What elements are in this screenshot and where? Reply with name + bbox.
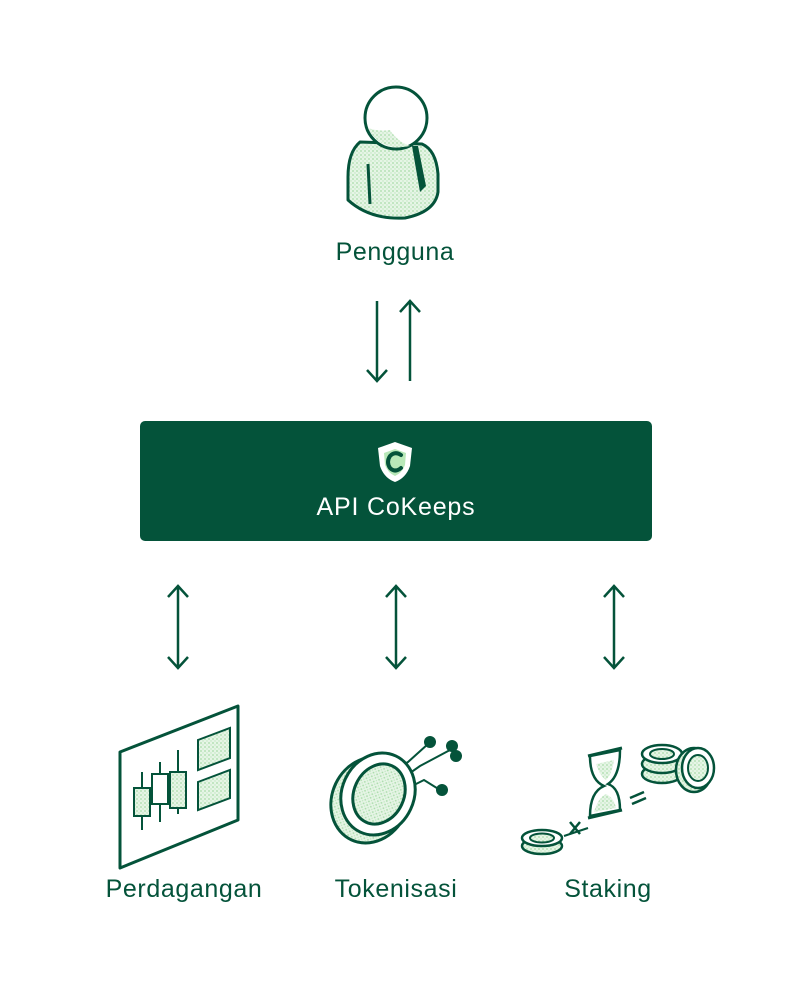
trading-chart-icon — [118, 704, 240, 870]
api-label: API CoKeeps — [316, 493, 476, 521]
token-coin-icon — [329, 736, 462, 845]
service-label-tokenization: Tokenisasi — [334, 875, 458, 903]
api-panel: API CoKeeps — [140, 421, 652, 541]
arrow-to-tokenization — [385, 584, 407, 670]
service-label-trading: Perdagangan — [105, 875, 263, 903]
user-label: Pengguna — [335, 238, 455, 266]
shield-logo-icon — [378, 442, 412, 482]
arrow-to-trading — [167, 584, 189, 670]
arrow-to-staking — [603, 584, 625, 670]
hourglass-coins-icon — [520, 743, 716, 856]
user-icon — [346, 85, 440, 220]
bidirectional-arrows-icon — [366, 299, 421, 383]
service-label-staking: Staking — [564, 875, 652, 903]
